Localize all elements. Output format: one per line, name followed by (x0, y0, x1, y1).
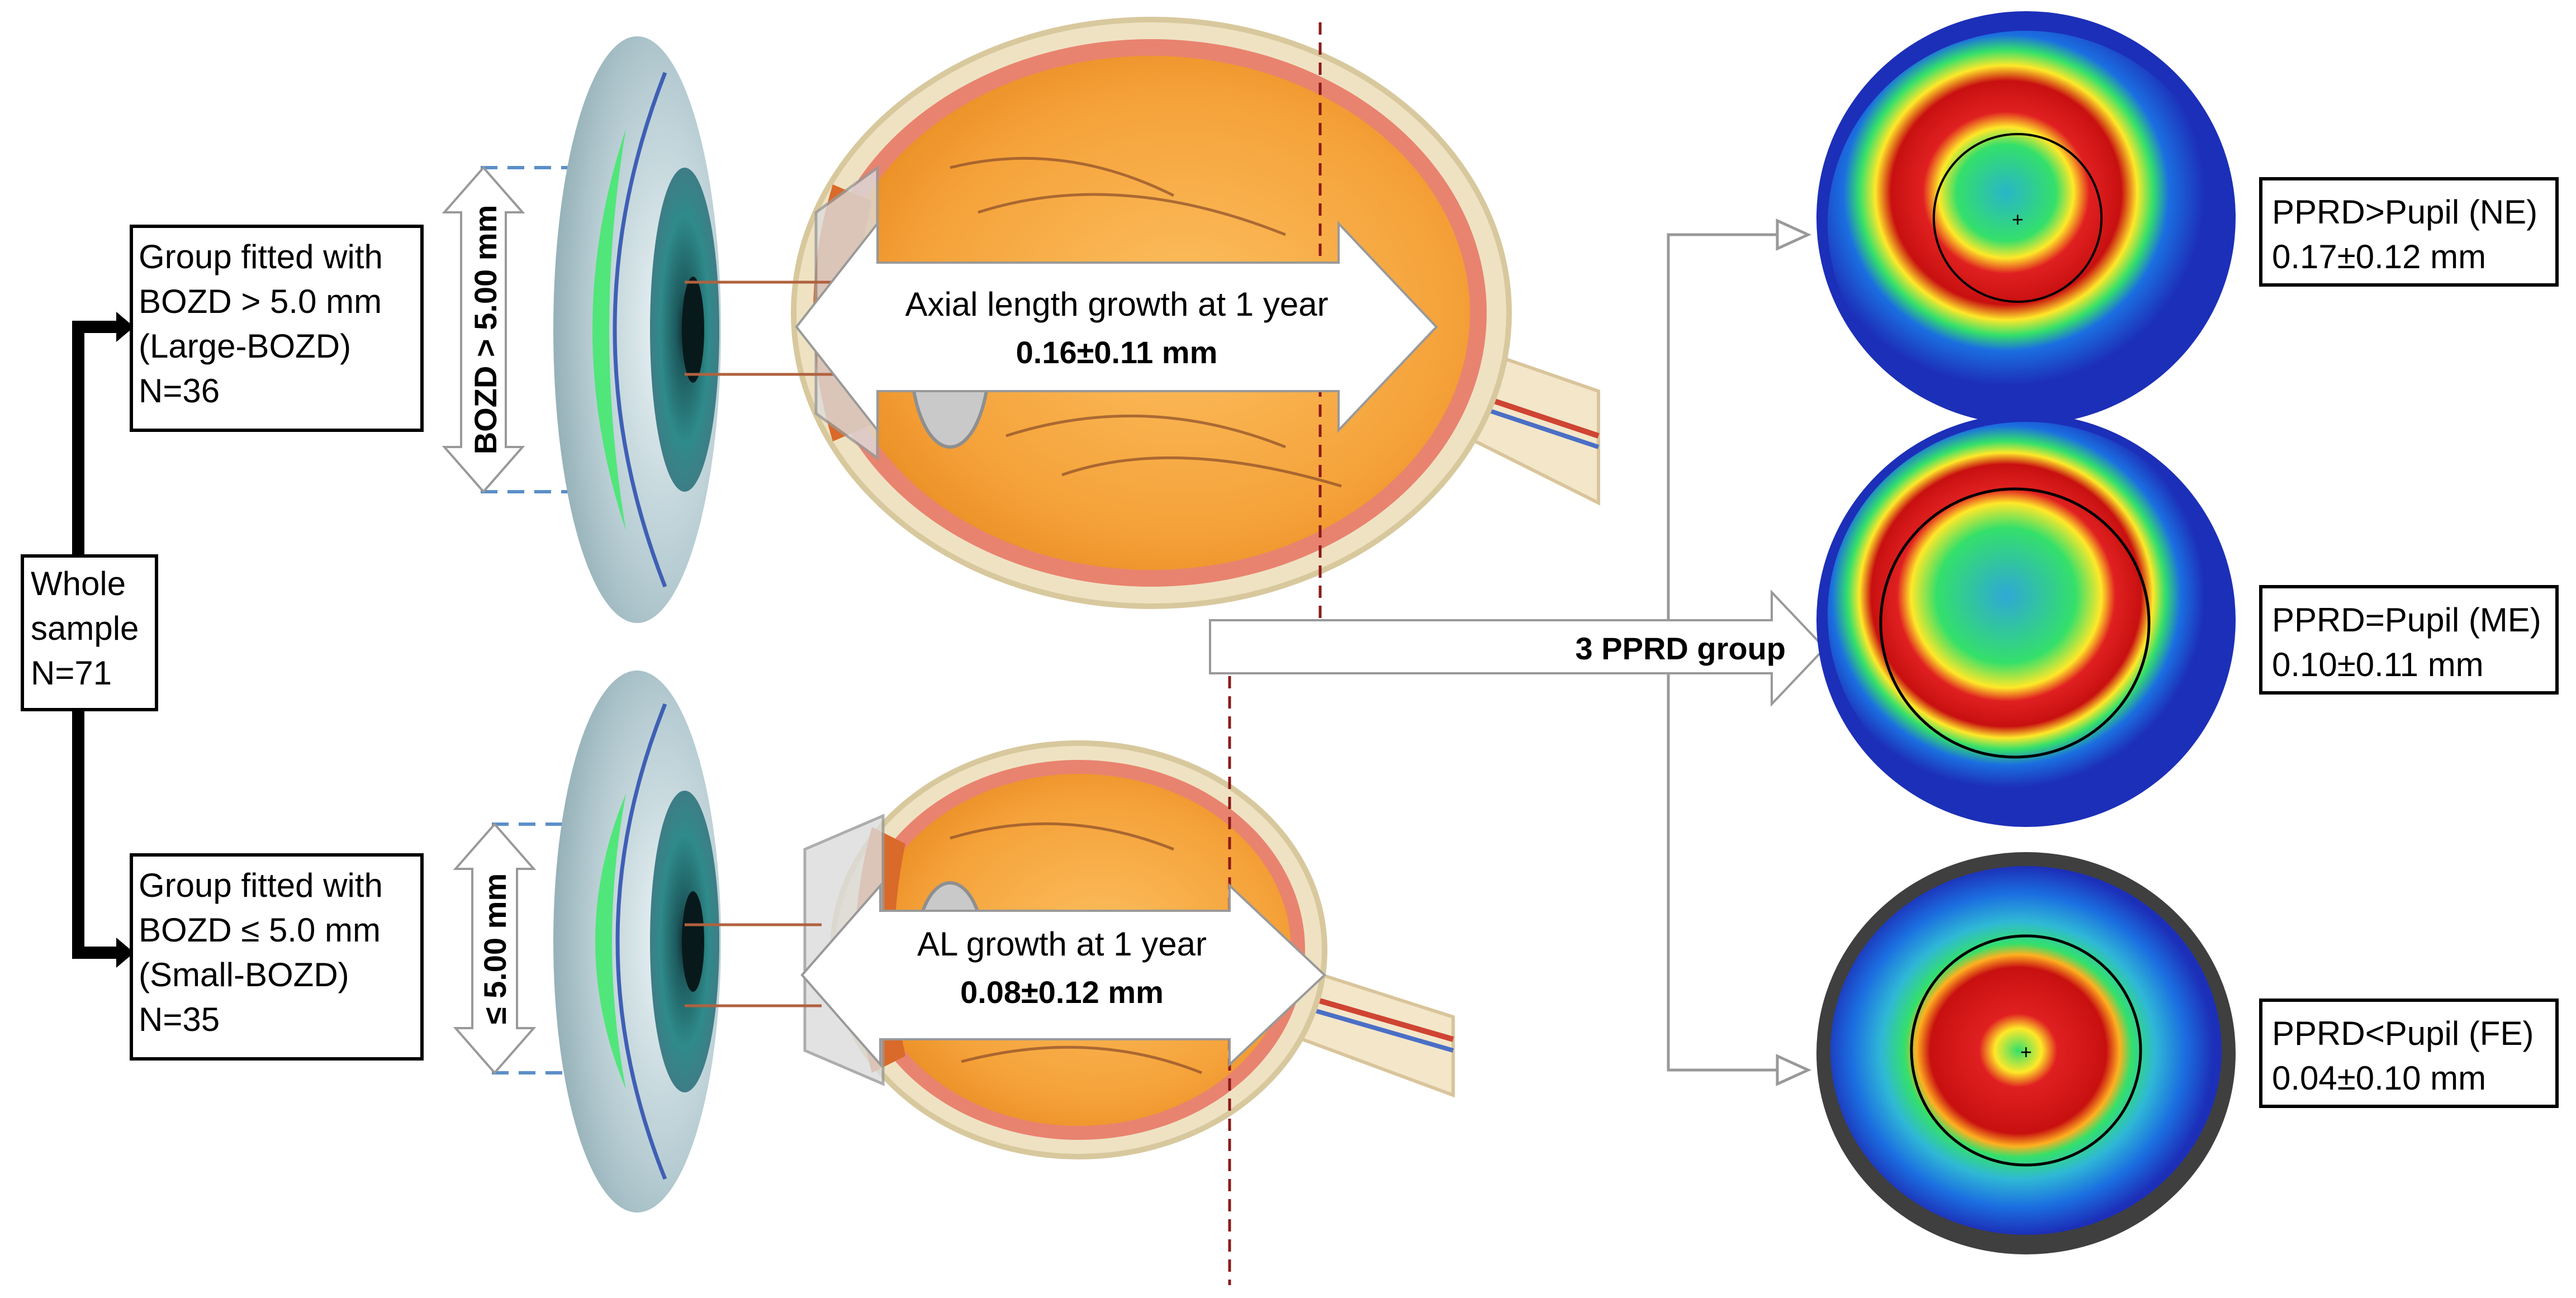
large-al-value: 0.16±0.11 mm (1016, 335, 1218, 370)
sample-tree-connectors (72, 312, 134, 968)
large-bozd-group-box: Group fitted with BOZD > 5.0 mm (Large-B… (130, 225, 424, 432)
small-bozd-label: ≤ 5.00 mm (477, 873, 513, 1024)
pprd-group-label: 3 PPRD group (1576, 631, 1786, 666)
large-bozd-double-arrow (442, 165, 525, 494)
topography-map-ne: + (1816, 11, 2236, 425)
cornea-lens-illustration-bottom (553, 671, 721, 1213)
small-bozd-indicator: ≤ 5.00 mm (453, 822, 615, 1075)
pprd-fe-box: PPRD<Pupil (FE) 0.04±0.10 mm (2259, 999, 2559, 1108)
small-bozd-double-arrow (453, 822, 537, 1075)
pprd-fe-value: 0.04±0.10 mm (2272, 1059, 2486, 1097)
svg-text:+: + (2012, 208, 2023, 231)
cornea-to-eye-connectors (685, 280, 850, 1007)
small-axial-length-arrow: AL growth at 1 year 0.08±0.12 mm (800, 882, 1326, 1068)
small-group-line-3: (Small-BOZD) (139, 956, 349, 993)
whole-sample-line-3: N=71 (31, 654, 112, 692)
pprd-fe-label: PPRD<Pupil (FE) (2272, 1015, 2534, 1052)
small-group-line-1: Group fitted with (139, 867, 383, 904)
pprd-ne-box: PPRD>Pupil (NE) 0.17±0.12 mm (2259, 177, 2559, 287)
small-bozd-group-box: Group fitted with BOZD ≤ 5.0 mm (Small-B… (130, 853, 424, 1061)
small-al-value: 0.08±0.12 mm (960, 974, 1164, 1010)
large-al-title: Axial length growth at 1 year (905, 286, 1328, 323)
pprd-group-arrow: 3 PPRD group (1209, 589, 1827, 707)
large-group-line-3: (Large-BOZD) (139, 327, 351, 365)
svg-text:+: + (2020, 1040, 2032, 1063)
large-bozd-label: BOZD > 5.00 mm (468, 205, 503, 455)
pprd-me-box: PPRD=Pupil (ME) 0.10±0.11 mm (2259, 585, 2559, 695)
large-group-line-4: N=36 (139, 372, 220, 410)
cornea-lens-illustration-top (553, 36, 721, 623)
pprd-ne-label: PPRD>Pupil (NE) (2272, 193, 2537, 231)
whole-sample-line-1: Whole (31, 565, 126, 602)
whole-sample-box: Whole sample N=71 (21, 554, 158, 711)
large-group-line-2: BOZD > 5.0 mm (139, 283, 382, 320)
topography-map-fe: + (1816, 852, 2236, 1254)
large-axial-length-arrow: Axial length growth at 1 year 0.16±0.11 … (795, 220, 1438, 434)
pprd-branch-arrows (1667, 218, 1812, 1086)
pprd-me-label: PPRD=Pupil (ME) (2272, 601, 2541, 639)
small-group-line-2: BOZD ≤ 5.0 mm (139, 911, 381, 949)
pprd-me-value: 0.10±0.11 mm (2272, 646, 2484, 683)
topography-map-me (1816, 413, 2236, 827)
pprd-ne-value: 0.17±0.12 mm (2272, 238, 2486, 275)
small-group-line-4: N=35 (139, 1001, 220, 1038)
whole-sample-line-2: sample (31, 610, 139, 647)
large-group-line-1: Group fitted with (139, 238, 383, 275)
small-al-title: AL growth at 1 year (917, 925, 1207, 963)
